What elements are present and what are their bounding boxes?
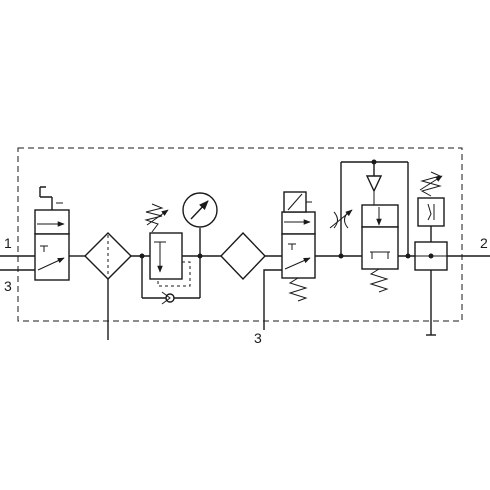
pressure-regulator [141, 203, 201, 305]
filter-icon [84, 232, 132, 340]
pressure-switch-icon [417, 171, 445, 242]
solenoid-valve [281, 191, 316, 302]
shutoff-valve [34, 186, 70, 281]
port-label-outlet: 2 [480, 235, 488, 251]
solenoid-coil-icon [283, 191, 312, 213]
port-label-inlet: 1 [4, 235, 12, 251]
check-valve-icon [161, 291, 175, 305]
return-spring-icon [288, 277, 308, 302]
unit-boundary-frame [17, 147, 463, 322]
port-label-exhaust-left: 3 [4, 278, 12, 294]
regulator-spring-icon [144, 203, 169, 233]
filter-icon [220, 231, 266, 281]
soft-start-valve [361, 175, 399, 293]
branch-module [414, 241, 448, 336]
exhaust-line-bottom [263, 269, 282, 330]
adjustable-throttle-icon [329, 209, 353, 229]
bypass-loop [340, 161, 409, 256]
manual-lever-icon [39, 186, 63, 210]
pressure-gauge-icon [182, 192, 218, 256]
port-label-exhaust-bottom: 3 [254, 330, 262, 346]
